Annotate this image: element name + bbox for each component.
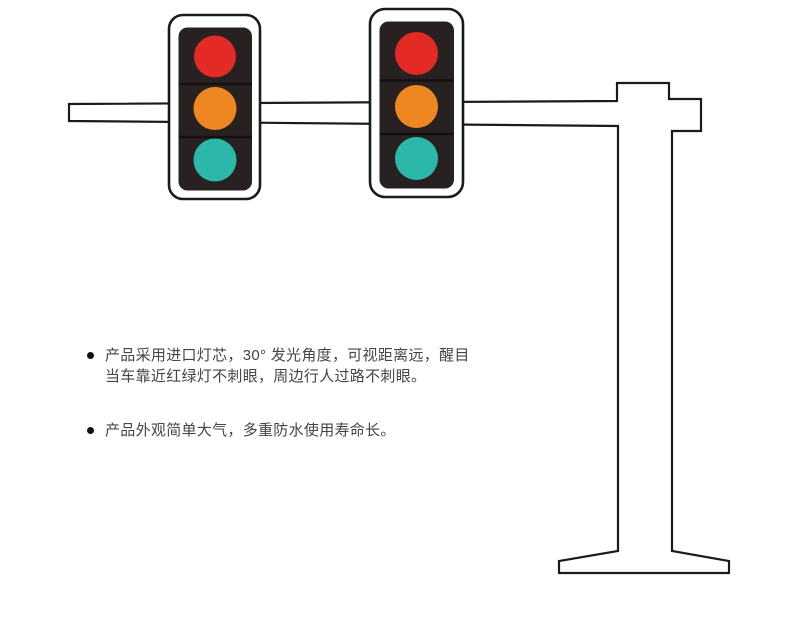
pole-and-arm-outline (67, 81, 731, 575)
feature-text: 产品外观简单大气，多重防水使用寿命长。 (105, 422, 396, 439)
feature-item: 产品外观简单大气，多重防水使用寿命长。 (87, 420, 727, 441)
traffic-light-left (167, 13, 262, 201)
yellow-lamp-icon (395, 85, 438, 128)
traffic-light-right (368, 7, 465, 199)
red-lamp-icon (194, 35, 236, 78)
red-lamp-icon (395, 32, 438, 75)
yellow-lamp-icon (193, 87, 237, 130)
feature-item: 产品采用进口灯芯，30° 发光角度，可视距离远，醒目 当车靠近红绿灯不刺眼，周边… (87, 345, 727, 387)
feature-text: 产品采用进口灯芯，30° 发光角度，可视距离远，醒目 当车靠近红绿灯不刺眼，周边… (105, 347, 470, 385)
green-lamp-icon (395, 137, 438, 180)
green-lamp-icon (193, 138, 237, 182)
bullet-icon (87, 352, 94, 359)
bullet-icon (87, 427, 94, 434)
feature-list: 产品采用进口灯芯，30° 发光角度，可视距离远，醒目 当车靠近红绿灯不刺眼，周边… (87, 345, 727, 441)
